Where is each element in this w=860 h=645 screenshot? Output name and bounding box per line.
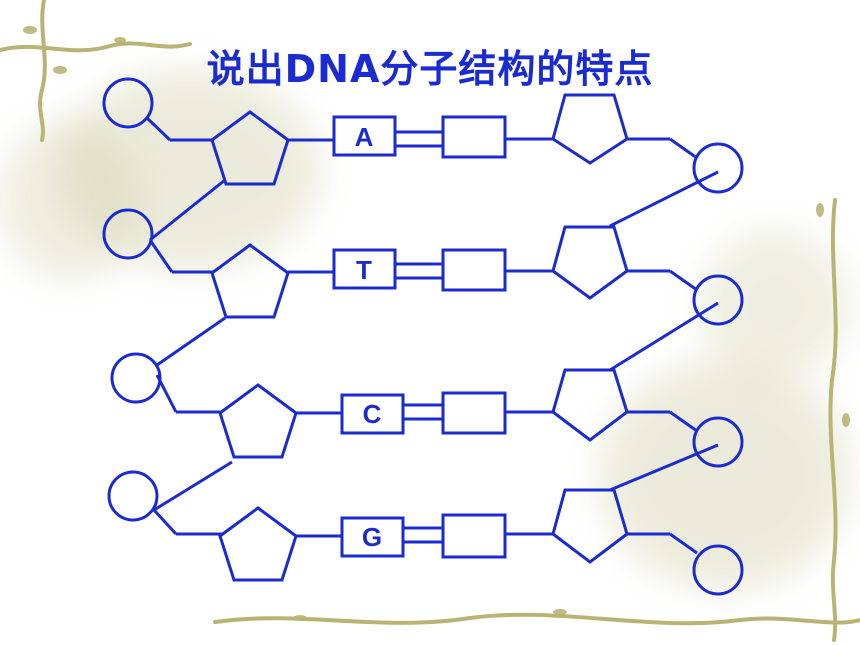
hydrogen-bonds <box>395 130 443 544</box>
sugar-base-links <box>288 137 553 538</box>
deoxyribose-pentagon <box>551 93 629 165</box>
background-leaf-blob <box>600 360 850 590</box>
base-box-c <box>340 393 405 435</box>
deoxyribose-pentagon <box>218 383 298 459</box>
phosphate-circle <box>692 544 744 596</box>
right-base-boxes <box>441 115 507 559</box>
deoxyribose-pentagon <box>551 488 629 564</box>
phosphate-circle <box>107 470 159 522</box>
deoxyribose-pentagon <box>218 506 298 582</box>
background-leaf-blob <box>0 120 140 280</box>
complement-base-box <box>441 391 507 435</box>
phosphate-circle <box>110 352 162 404</box>
left-deoxyribose-pentagons <box>210 110 298 582</box>
base-label-t: T <box>356 255 372 285</box>
phosphate-circle <box>102 77 154 129</box>
complement-base-box <box>441 115 507 159</box>
complement-base-box <box>441 513 507 559</box>
phosphate-circle <box>102 208 154 260</box>
base-box-t <box>332 248 397 290</box>
background-leaf-blob <box>700 230 850 380</box>
deoxyribose-pentagon <box>210 243 290 319</box>
base-label-c: C <box>363 399 382 429</box>
right-deoxyribose-pentagons <box>551 93 629 564</box>
phosphate-circle <box>692 274 744 326</box>
base-box-g <box>340 516 405 558</box>
phosphate-circle <box>692 142 744 194</box>
slide-title: 说出DNA分子结构的特点 <box>206 47 654 91</box>
base-label-a: A <box>355 122 374 152</box>
vine-leaf-decoration <box>23 26 850 621</box>
right-strand-backbone <box>609 137 719 555</box>
deoxyribose-pentagon <box>551 225 629 300</box>
deoxyribose-pentagon <box>210 110 290 186</box>
left-base-boxes <box>332 115 405 558</box>
phosphate-group-circles <box>102 77 744 596</box>
base-label-g: G <box>362 522 382 552</box>
deoxyribose-pentagon <box>551 368 629 442</box>
base-box-a <box>332 115 397 157</box>
phosphate-circle <box>692 416 744 468</box>
complement-base-box <box>441 248 507 292</box>
left-strand-backbone <box>145 116 233 536</box>
